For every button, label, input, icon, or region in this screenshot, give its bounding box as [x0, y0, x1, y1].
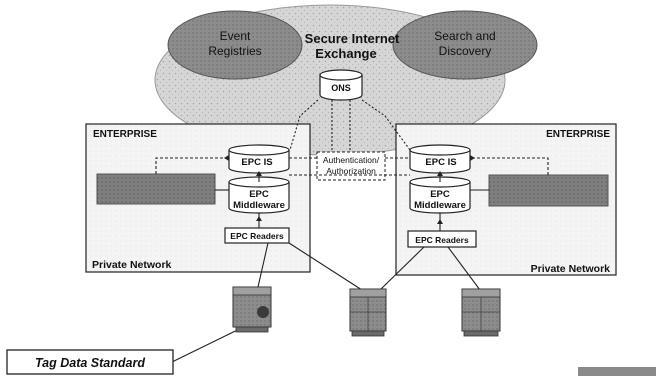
- right-middleware-label-1: EPC: [430, 189, 450, 200]
- left-enterprise-application-box: [96, 173, 216, 205]
- left-epcis-label: EPC IS: [241, 157, 272, 168]
- right-epcis-label: EPC IS: [425, 157, 456, 168]
- tag-data-standard-callout: Tag Data Standard: [6, 349, 174, 375]
- left-epcis-database-icon: EPC IS: [228, 144, 290, 174]
- search-discovery-label-1: Search and: [434, 29, 495, 43]
- right-middleware-database-icon: EPC Middleware: [409, 176, 471, 214]
- pallet-box-icon: [461, 288, 501, 337]
- pallet-box-icon: [349, 288, 387, 337]
- ons-database-icon: ONS: [319, 69, 363, 101]
- right-enterprise-application-box: [488, 174, 609, 207]
- left-epc-readers-box: EPC Readers: [224, 227, 290, 244]
- left-middleware-label-2: Middleware: [233, 200, 285, 211]
- left-middleware-label-1: EPC: [249, 189, 269, 200]
- event-registries-ellipse: Event Registries: [167, 10, 303, 80]
- authentication-authorization-box: Authentication/ Authorization: [316, 151, 386, 181]
- tag-data-standard-label: Tag Data Standard: [35, 356, 145, 370]
- ons-label: ONS: [331, 83, 351, 93]
- right-epc-readers-label: EPC Readers: [415, 235, 469, 245]
- cloud-title-line2: Exchange: [315, 46, 376, 61]
- left-epc-readers-label: EPC Readers: [230, 231, 284, 241]
- right-middleware-label-2: Middleware: [414, 200, 466, 211]
- right-enterprise-title: ENTERPRISE: [546, 129, 610, 140]
- right-private-network-label: Private Network: [531, 263, 611, 275]
- auth-label-2: Authorization: [326, 166, 376, 176]
- search-discovery-ellipse: Search and Discovery: [392, 10, 538, 80]
- cloud-title-line1: Secure Internet: [305, 31, 400, 46]
- right-epcis-database-icon: EPC IS: [409, 144, 471, 174]
- arrowheads: [224, 155, 475, 224]
- search-discovery-label-2: Discovery: [439, 44, 492, 58]
- left-private-network-label: Private Network: [92, 259, 172, 271]
- event-registries-label-2: Registries: [208, 44, 261, 58]
- event-registries-label-1: Event: [220, 29, 251, 43]
- right-epc-readers-box: EPC Readers: [407, 230, 477, 248]
- left-middleware-database-icon: EPC Middleware: [228, 176, 290, 214]
- pallet-box-icon: [232, 286, 272, 333]
- left-enterprise-title: ENTERPRISE: [93, 129, 157, 140]
- auth-label-1: Authentication/: [323, 155, 380, 165]
- connector-lines: [155, 99, 549, 363]
- footer-bar: [578, 367, 656, 376]
